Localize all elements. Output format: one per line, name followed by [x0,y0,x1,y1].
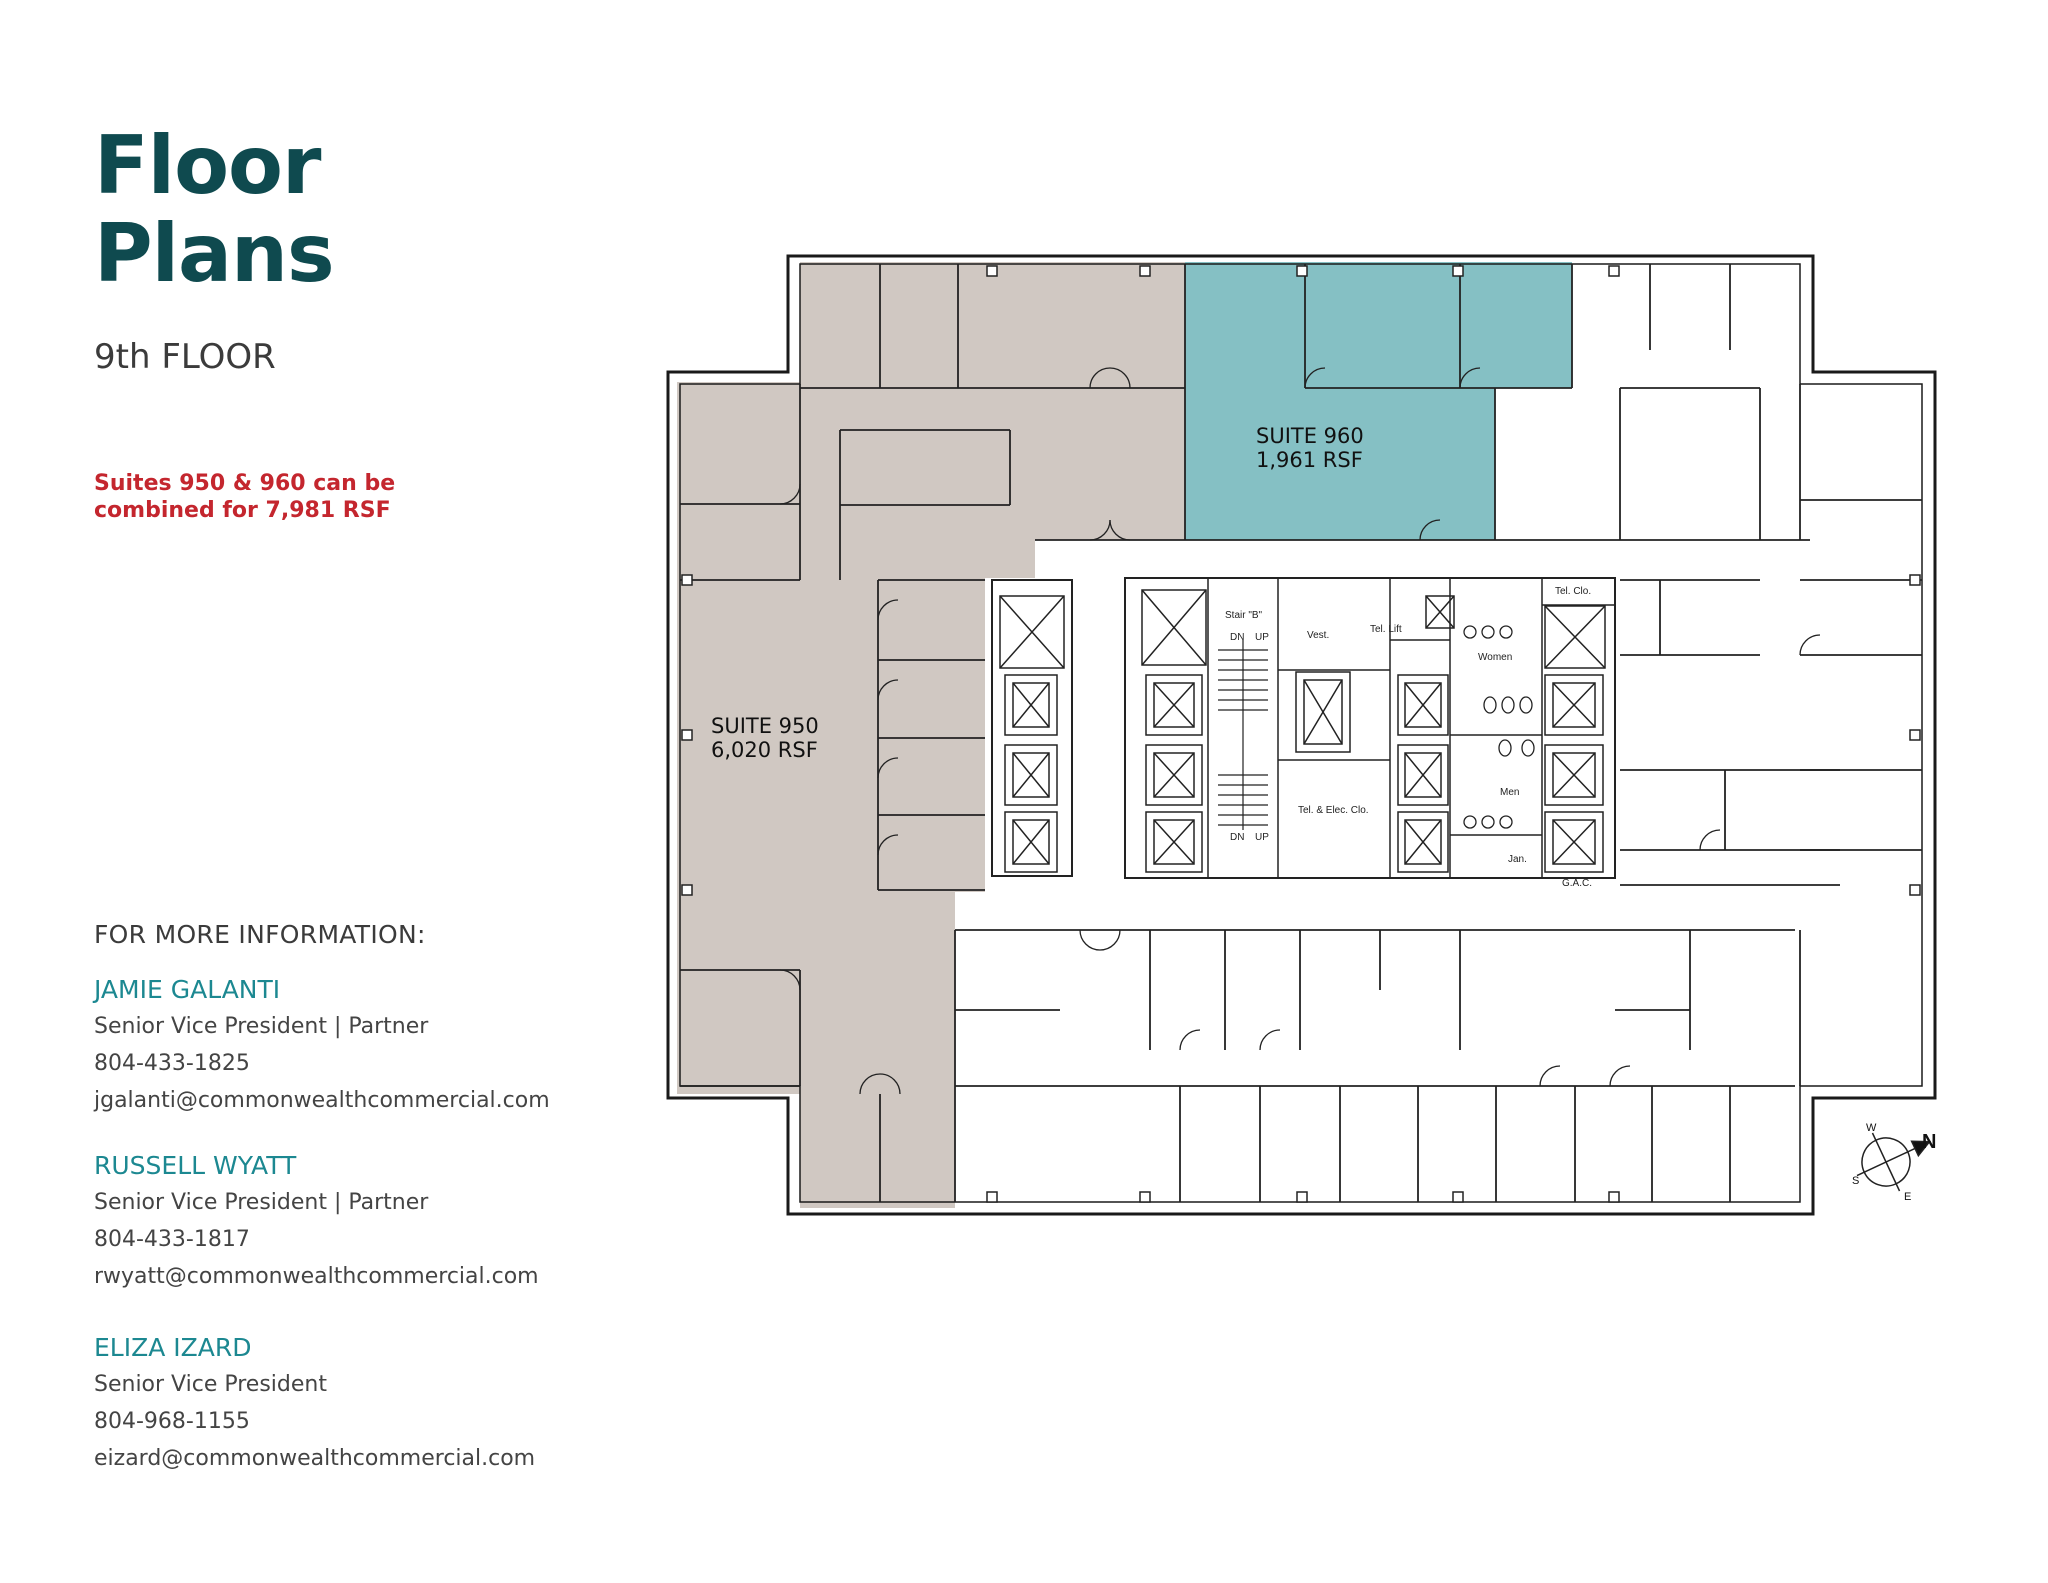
contact-card: ELIZA IZARD Senior Vice President 804-96… [94,1330,535,1477]
title-line-2: Plans [94,207,335,300]
compass-west-label: W [1866,1122,1877,1134]
contact-email[interactable]: eizard@commonwealthcommercial.com [94,1446,536,1471]
combine-note: Suites 950 & 960 can be combined for 7,9… [94,471,396,523]
contact-title: Senior Vice President [94,1372,327,1397]
contact-title: Senior Vice President | Partner [94,1190,429,1215]
suite-950-name: SUITE 950 [711,714,819,738]
info-heading: FOR MORE INFORMATION: [94,920,426,949]
suite-960-area-label: 1,961 RSF [1256,448,1363,472]
contact-card: RUSSELL WYATT Senior Vice President | Pa… [94,1148,539,1295]
compass-south-label: S [1852,1175,1859,1187]
restroom-fixtures [1463,625,1535,829]
stair-up-label: UP [1255,832,1269,843]
contact-name: JAMIE GALANTI [94,975,281,1004]
door-swings [779,367,1821,1095]
room-tel-closet: Tel. Clo. [1555,586,1591,597]
elevator-shafts [999,589,1606,873]
compass-icon [1856,1132,1932,1192]
floor-label: 9th FLOOR [94,337,276,377]
building-outline [666,254,1937,1216]
stair-down-label: DN [1230,632,1244,643]
contact-title: Senior Vice President | Partner [94,1014,429,1039]
contact-phone[interactable]: 804-433-1825 [94,1051,250,1076]
contact-phone[interactable]: 804-433-1817 [94,1227,250,1252]
title-line-1: Floor [94,119,321,212]
room-tel-lift: Tel. Lift [1370,624,1402,635]
suite-960-name: SUITE 960 [1256,424,1364,448]
suite-950-area[interactable] [677,262,1185,1208]
suite-950-area-label: 6,020 RSF [711,738,818,762]
suite-960-area[interactable] [1185,262,1572,540]
stairs [1218,640,1268,830]
contact-email[interactable]: rwyatt@commonwealthcommercial.com [94,1264,539,1289]
room-janitor: Jan. [1508,854,1527,865]
structural-columns [681,265,1921,1203]
room-women: Women [1478,652,1512,663]
room-gac: G.A.C. [1562,878,1592,889]
room-tel-elec-closet: Tel. & Elec. Clo. [1298,805,1369,816]
page-title: Floor Plans [94,119,335,300]
contact-name: RUSSELL WYATT [94,1151,297,1180]
room-stair-b: Stair "B" [1225,610,1263,621]
room-men: Men [1500,787,1519,798]
compass-east-label: E [1904,1191,1911,1203]
stair-up-label: UP [1255,632,1269,643]
stair-down-label: DN [1230,832,1244,843]
interior-walls [680,264,1922,1202]
room-vestibule: Vest. [1307,630,1329,641]
contact-phone[interactable]: 804-968-1155 [94,1409,250,1434]
compass-north-label: N [1922,1131,1936,1153]
contact-email[interactable]: jgalanti@commonwealthcommercial.com [94,1088,550,1113]
contact-name: ELIZA IZARD [94,1333,252,1362]
contact-card: JAMIE GALANTI Senior Vice President | Pa… [94,972,550,1119]
